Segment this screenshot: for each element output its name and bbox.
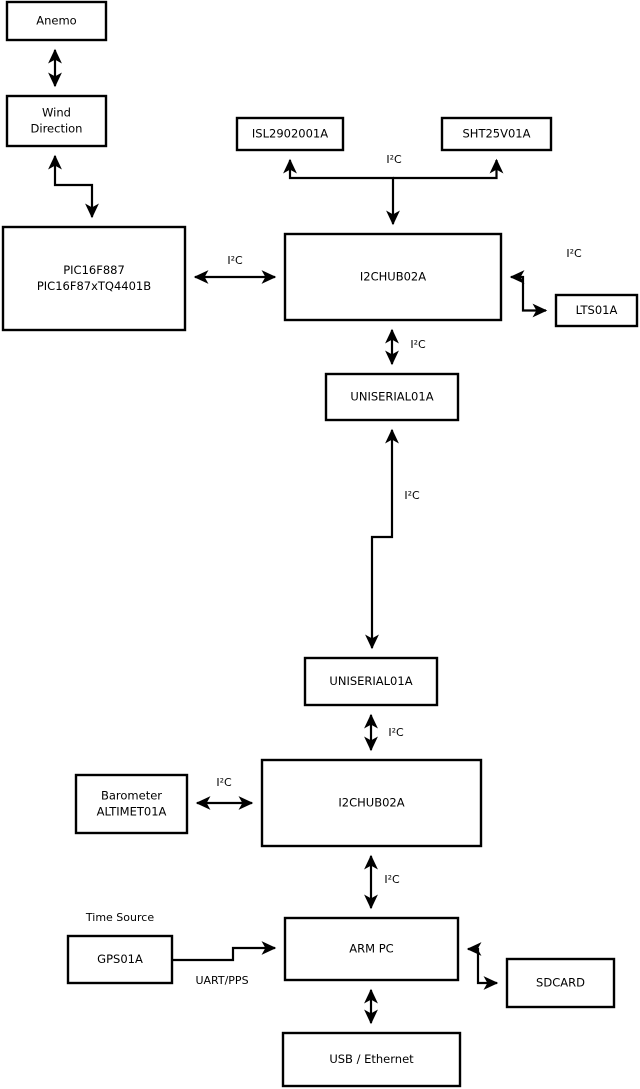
label-time-source: Time Source	[85, 911, 154, 924]
node-label-pic-mcu-line2: PIC16F87xTQ4401B	[37, 279, 151, 293]
edge-gps-armpc	[172, 941, 277, 962]
label-i2c-barometer: I²C	[216, 776, 232, 789]
node-label-lts01a: LTS01A	[576, 303, 618, 317]
node-label-barometer-line2: ALTIMET01A	[97, 805, 167, 819]
edge-line	[172, 941, 277, 962]
node-sht25v01a[interactable]: SHT25V01A	[440, 116, 553, 152]
node-uniserial01a-lower[interactable]: UNISERIAL01A	[303, 656, 439, 707]
edge-i2chub-top-lts	[509, 270, 548, 318]
edge-uniserial-up-uniserial-lo	[365, 428, 399, 650]
node-label-gps01a: GPS01A	[97, 952, 143, 966]
node-box-barometer	[74, 773, 189, 835]
node-box-sdcard	[505, 957, 616, 1009]
edge-winddirection-pic	[48, 154, 99, 219]
node-label-barometer-line1: Barometer	[101, 789, 162, 803]
label-i2c-pic-hub: I²C	[227, 254, 243, 267]
node-i2chub02a-bottom[interactable]: I2CHUB02A	[260, 758, 483, 848]
node-box-sht25v01a	[440, 116, 553, 152]
node-label-sht25v01a: SHT25V01A	[463, 127, 531, 141]
node-label-wind-direction-line1: Wind	[42, 106, 71, 120]
node-label-uniserial01a-lower: UNISERIAL01A	[329, 674, 412, 688]
node-i2chub02a-top[interactable]: I2CHUB02A	[283, 232, 503, 322]
node-gps01a[interactable]: GPS01A	[66, 934, 174, 985]
edge-line	[365, 428, 399, 650]
edge-line	[509, 270, 548, 318]
node-label-i2chub02a-bottom: I2CHUB02A	[338, 796, 404, 810]
label-i2c-uniserial-hub: I²C	[388, 726, 404, 739]
node-box-arm-pc	[283, 916, 460, 982]
node-box-uniserial01a-upper	[324, 372, 460, 422]
label-uart-pps: UART/PPS	[195, 974, 248, 987]
node-uniserial01a-upper[interactable]: UNISERIAL01A	[324, 372, 460, 422]
labels-layer: I²C I²C I²C I²C I²C I²C I²C I²C UART/PPS Time Sou…	[85, 153, 582, 987]
edge-line	[393, 158, 504, 180]
node-box-gps01a	[66, 934, 174, 985]
node-box-isl2902001a	[235, 116, 345, 152]
node-label-arm-pc: ARM PC	[349, 942, 393, 956]
edges-layer	[48, 48, 548, 1025]
node-anemo[interactable]: Anemo	[5, 0, 108, 42]
node-box-usb-ethernet	[281, 1031, 462, 1088]
node-isl2902001a[interactable]: ISL2902001A	[235, 116, 345, 152]
label-i2c-uniserial-link: I²C	[404, 489, 420, 502]
node-label-anemo: Anemo	[36, 14, 76, 28]
label-i2c-hub-uniserial: I²C	[410, 338, 426, 351]
node-box-wind-direction	[5, 94, 108, 148]
node-label-i2chub02a-top: I2CHUB02A	[360, 270, 426, 284]
label-i2c-top-sensors: I²C	[386, 153, 402, 166]
label-i2c-hub-armpc: I²C	[384, 873, 400, 886]
node-usb-ethernet[interactable]: USB / Ethernet	[281, 1031, 462, 1088]
node-label-sdcard: SDCARD	[536, 976, 585, 990]
node-label-usb-ethernet: USB / Ethernet	[329, 1052, 414, 1066]
node-label-uniserial01a-upper: UNISERIAL01A	[350, 390, 433, 404]
node-label-isl2902001a: ISL2902001A	[252, 127, 328, 141]
edge-i2chub-top-isl	[283, 158, 400, 226]
edge-line	[283, 158, 400, 226]
node-arm-pc[interactable]: ARM PC	[283, 916, 460, 982]
node-label-pic-mcu-line1: PIC16F887	[63, 263, 125, 277]
edge-i2chub-top-sht	[393, 158, 504, 180]
node-box-i2chub02a-top	[283, 232, 503, 322]
node-box-i2chub02a-bottom	[260, 758, 483, 848]
node-sdcard[interactable]: SDCARD	[505, 957, 616, 1009]
node-box-lts01a	[554, 293, 639, 328]
edge-line	[48, 154, 99, 219]
node-box-anemo	[5, 0, 108, 42]
node-lts01a[interactable]: LTS01A	[554, 293, 639, 328]
node-box-uniserial01a-lower	[303, 656, 439, 707]
edge-armpc-sdcard	[466, 942, 499, 990]
label-i2c-lts: I²C	[566, 247, 582, 260]
edge-line	[466, 942, 499, 990]
node-box-pic-mcu	[1, 225, 187, 332]
node-label-wind-direction-line2: Direction	[31, 122, 83, 136]
